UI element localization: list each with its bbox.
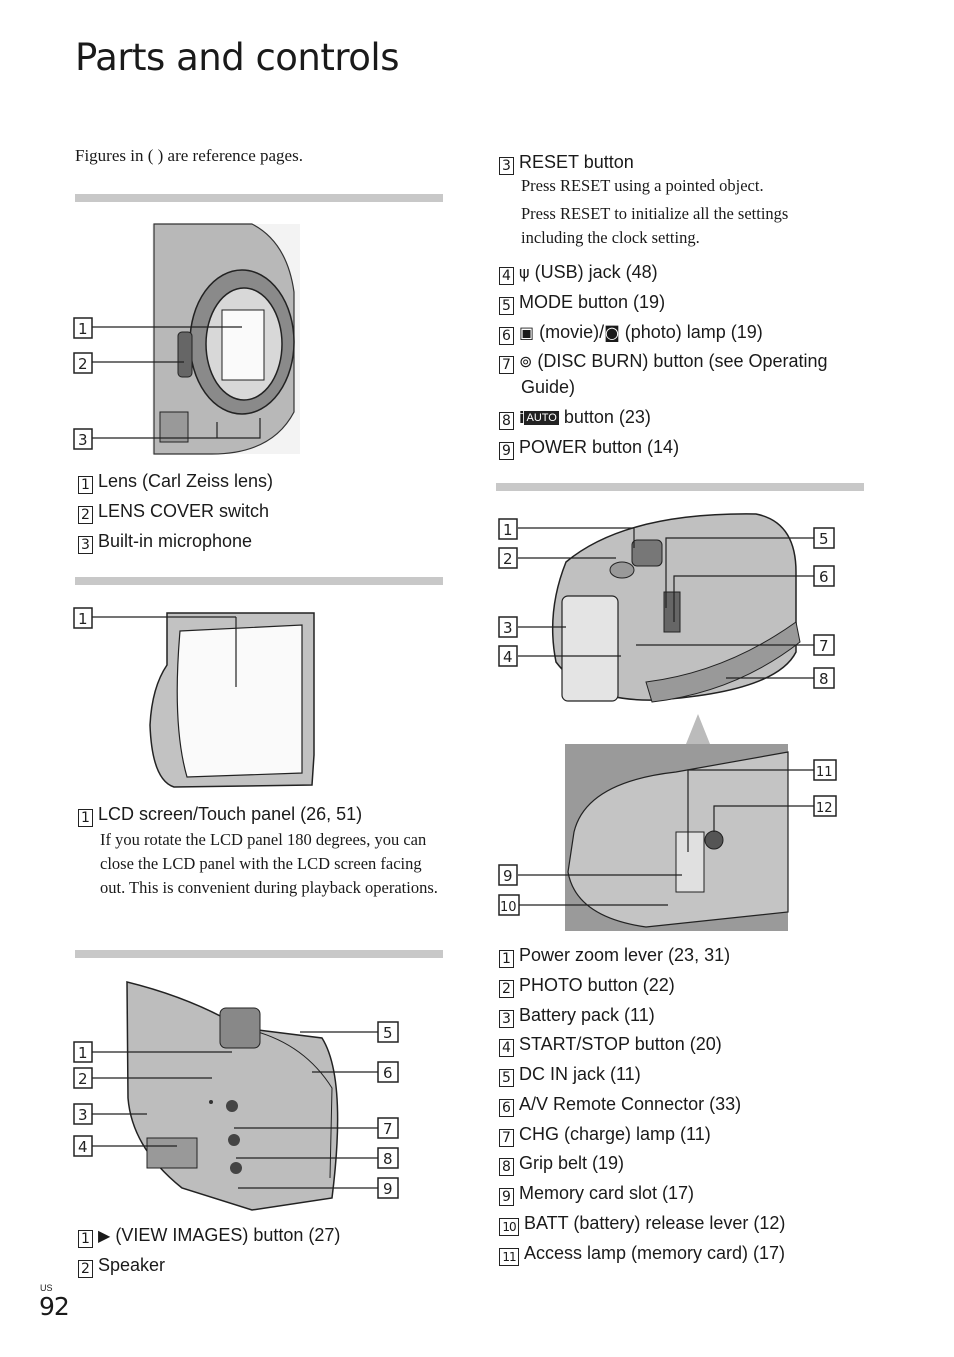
callout-3: 3	[78, 1106, 88, 1124]
section-divider-lcd	[75, 577, 443, 585]
view-images-icon: ▶	[98, 1226, 111, 1245]
callout-8: 8	[383, 1150, 393, 1168]
section-divider-side	[75, 950, 443, 958]
battery-compartment-figure: 11 12 9 10	[498, 714, 837, 931]
callout-8: 8	[819, 670, 829, 688]
section-divider-front	[75, 194, 443, 202]
callout-6: 6	[383, 1064, 393, 1082]
intelligent-auto-icon: i	[519, 408, 525, 427]
movie-icon: ▣	[519, 323, 535, 342]
callout-6: 6	[819, 568, 829, 586]
callout-2: 2	[503, 550, 513, 568]
usb-icon: ψ	[519, 263, 530, 282]
photo-icon: ◙	[604, 323, 620, 342]
side-camera-figure: 1 2 3 4 5 6 7 8 9	[73, 981, 399, 1211]
page-region: US	[40, 1283, 53, 1293]
page-title: Parts and controls	[75, 36, 399, 79]
section-divider-rear	[496, 483, 864, 491]
rear-camera-figure: 1 2 3 4 5 6 7 8	[498, 513, 835, 703]
callout-2: 2	[78, 355, 88, 373]
callout-7: 7	[819, 637, 829, 655]
lcd-panel-figure: 1	[73, 607, 315, 788]
callout-5: 5	[383, 1024, 393, 1042]
callout-9: 9	[383, 1180, 393, 1198]
front-camera-figure: 1 2 3	[73, 223, 300, 455]
callout-1: 1	[78, 610, 88, 628]
reset-description-2: Press RESET to initialize all the settin…	[521, 204, 789, 247]
callout-11: 11	[816, 765, 833, 780]
callout-2: 2	[78, 1070, 88, 1088]
callout-4: 4	[503, 648, 513, 666]
auto-badge: AUTO	[524, 411, 559, 425]
callout-3: 3	[503, 619, 513, 637]
callout-9: 9	[503, 867, 513, 885]
callout-4: 4	[78, 1138, 88, 1156]
callout-1: 1	[503, 521, 513, 539]
callout-3: 3	[78, 431, 88, 449]
callout-12: 12	[816, 801, 833, 816]
lcd-description: If you rotate the LCD panel 180 degrees,…	[100, 830, 438, 897]
intro-note: Figures in ( ) are reference pages.	[75, 146, 303, 165]
side-item-1: 1▶ (VIEW IMAGES) button (27)	[78, 1224, 340, 1248]
disc-burn-icon: ⊚	[519, 352, 533, 371]
callout-10: 10	[500, 900, 517, 915]
reset-description-1: Press RESET using a pointed object.	[521, 176, 764, 195]
side-item-7: 7⊚ (DISC BURN) button (see Operating	[499, 350, 828, 374]
side-item-7-cont: Guide)	[521, 377, 576, 397]
callout-7: 7	[383, 1120, 393, 1138]
callout-5: 5	[819, 530, 829, 548]
page-number: 92	[39, 1292, 70, 1321]
side-item-6: 6▣ (movie)/◙ (photo) lamp (19)	[499, 321, 763, 345]
callout-1: 1	[78, 1044, 88, 1062]
callout-1: 1	[78, 320, 88, 338]
